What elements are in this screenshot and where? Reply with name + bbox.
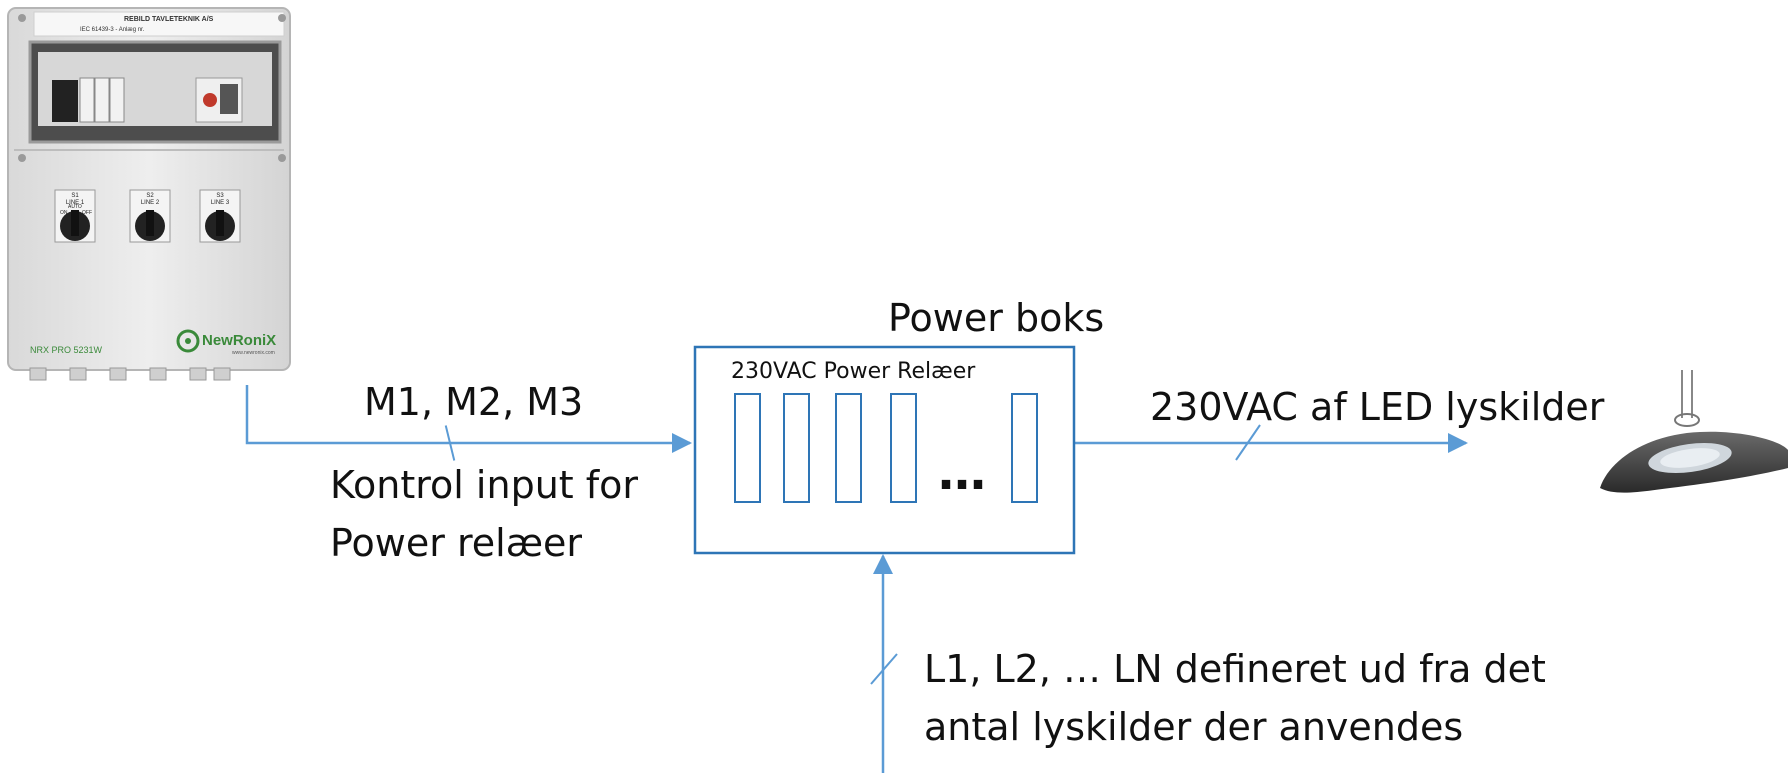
supply-line1: L1, L2, … LN defineret ud fra det — [924, 647, 1546, 691]
switch-label-3: S3 LINE 3 — [205, 193, 235, 207]
led-lamp — [1590, 370, 1788, 500]
relay-4 — [890, 393, 917, 503]
power-box — [693, 345, 1076, 555]
supply-bus-tick — [870, 653, 898, 685]
switch-id-3: S3 — [216, 193, 224, 199]
switch-line-2: LINE 2 — [140, 200, 160, 206]
relay-header: 230VAC Power Relæer — [731, 359, 976, 384]
input-desc-line2: Power relæer — [330, 521, 583, 565]
led-highbay-lamp-icon — [1600, 370, 1788, 493]
switch-label-2: S2 LINE 2 — [135, 193, 165, 207]
relay-1 — [734, 393, 761, 503]
switch-pos-on: ON — [60, 210, 68, 216]
switch-id-1: S1 — [71, 193, 79, 199]
relay-ellipsis: … — [938, 445, 986, 501]
relay-3 — [835, 393, 862, 503]
cabinet-manufacturer: REBILD TAVLETEKNIK A/S — [124, 16, 214, 23]
cabinet-standard: IEC 61439-3 - Anlæg nr. — [80, 27, 145, 33]
output-bus-tick — [1235, 424, 1261, 461]
relay-2 — [783, 393, 810, 503]
cabinet-brand: NewRoniX — [202, 332, 277, 349]
switch-pos-off: OFF — [82, 210, 92, 216]
input-bus-tick — [444, 425, 456, 461]
control-cabinet-icon — [7, 7, 291, 381]
cabinet-website: www.newronix.com — [232, 350, 275, 356]
control-cabinet: REBILD TAVLETEKNIK A/S IEC 61439-3 - Anl… — [0, 0, 300, 400]
cabinet-model: NRX PRO 5231W — [30, 345, 103, 355]
input-signal-label: M1, M2, M3 — [364, 380, 584, 424]
switch-label-1: S1 LINE 1 — [60, 193, 90, 207]
power-box-title: Power boks — [888, 296, 1105, 340]
relay-n — [1011, 393, 1038, 503]
output-label: 230VAC af LED lyskilder — [1150, 385, 1605, 429]
supply-line2: antal lyskilder der anvendes — [924, 705, 1464, 749]
input-desc-line1: Kontrol input for — [330, 463, 639, 507]
input-connector-line — [245, 385, 692, 453]
switch-id-2: S2 — [146, 193, 154, 199]
switch-line-1: LINE 1 — [65, 200, 85, 206]
switch-pos-auto: AUTO — [68, 204, 82, 210]
switch-line-3: LINE 3 — [210, 200, 230, 206]
